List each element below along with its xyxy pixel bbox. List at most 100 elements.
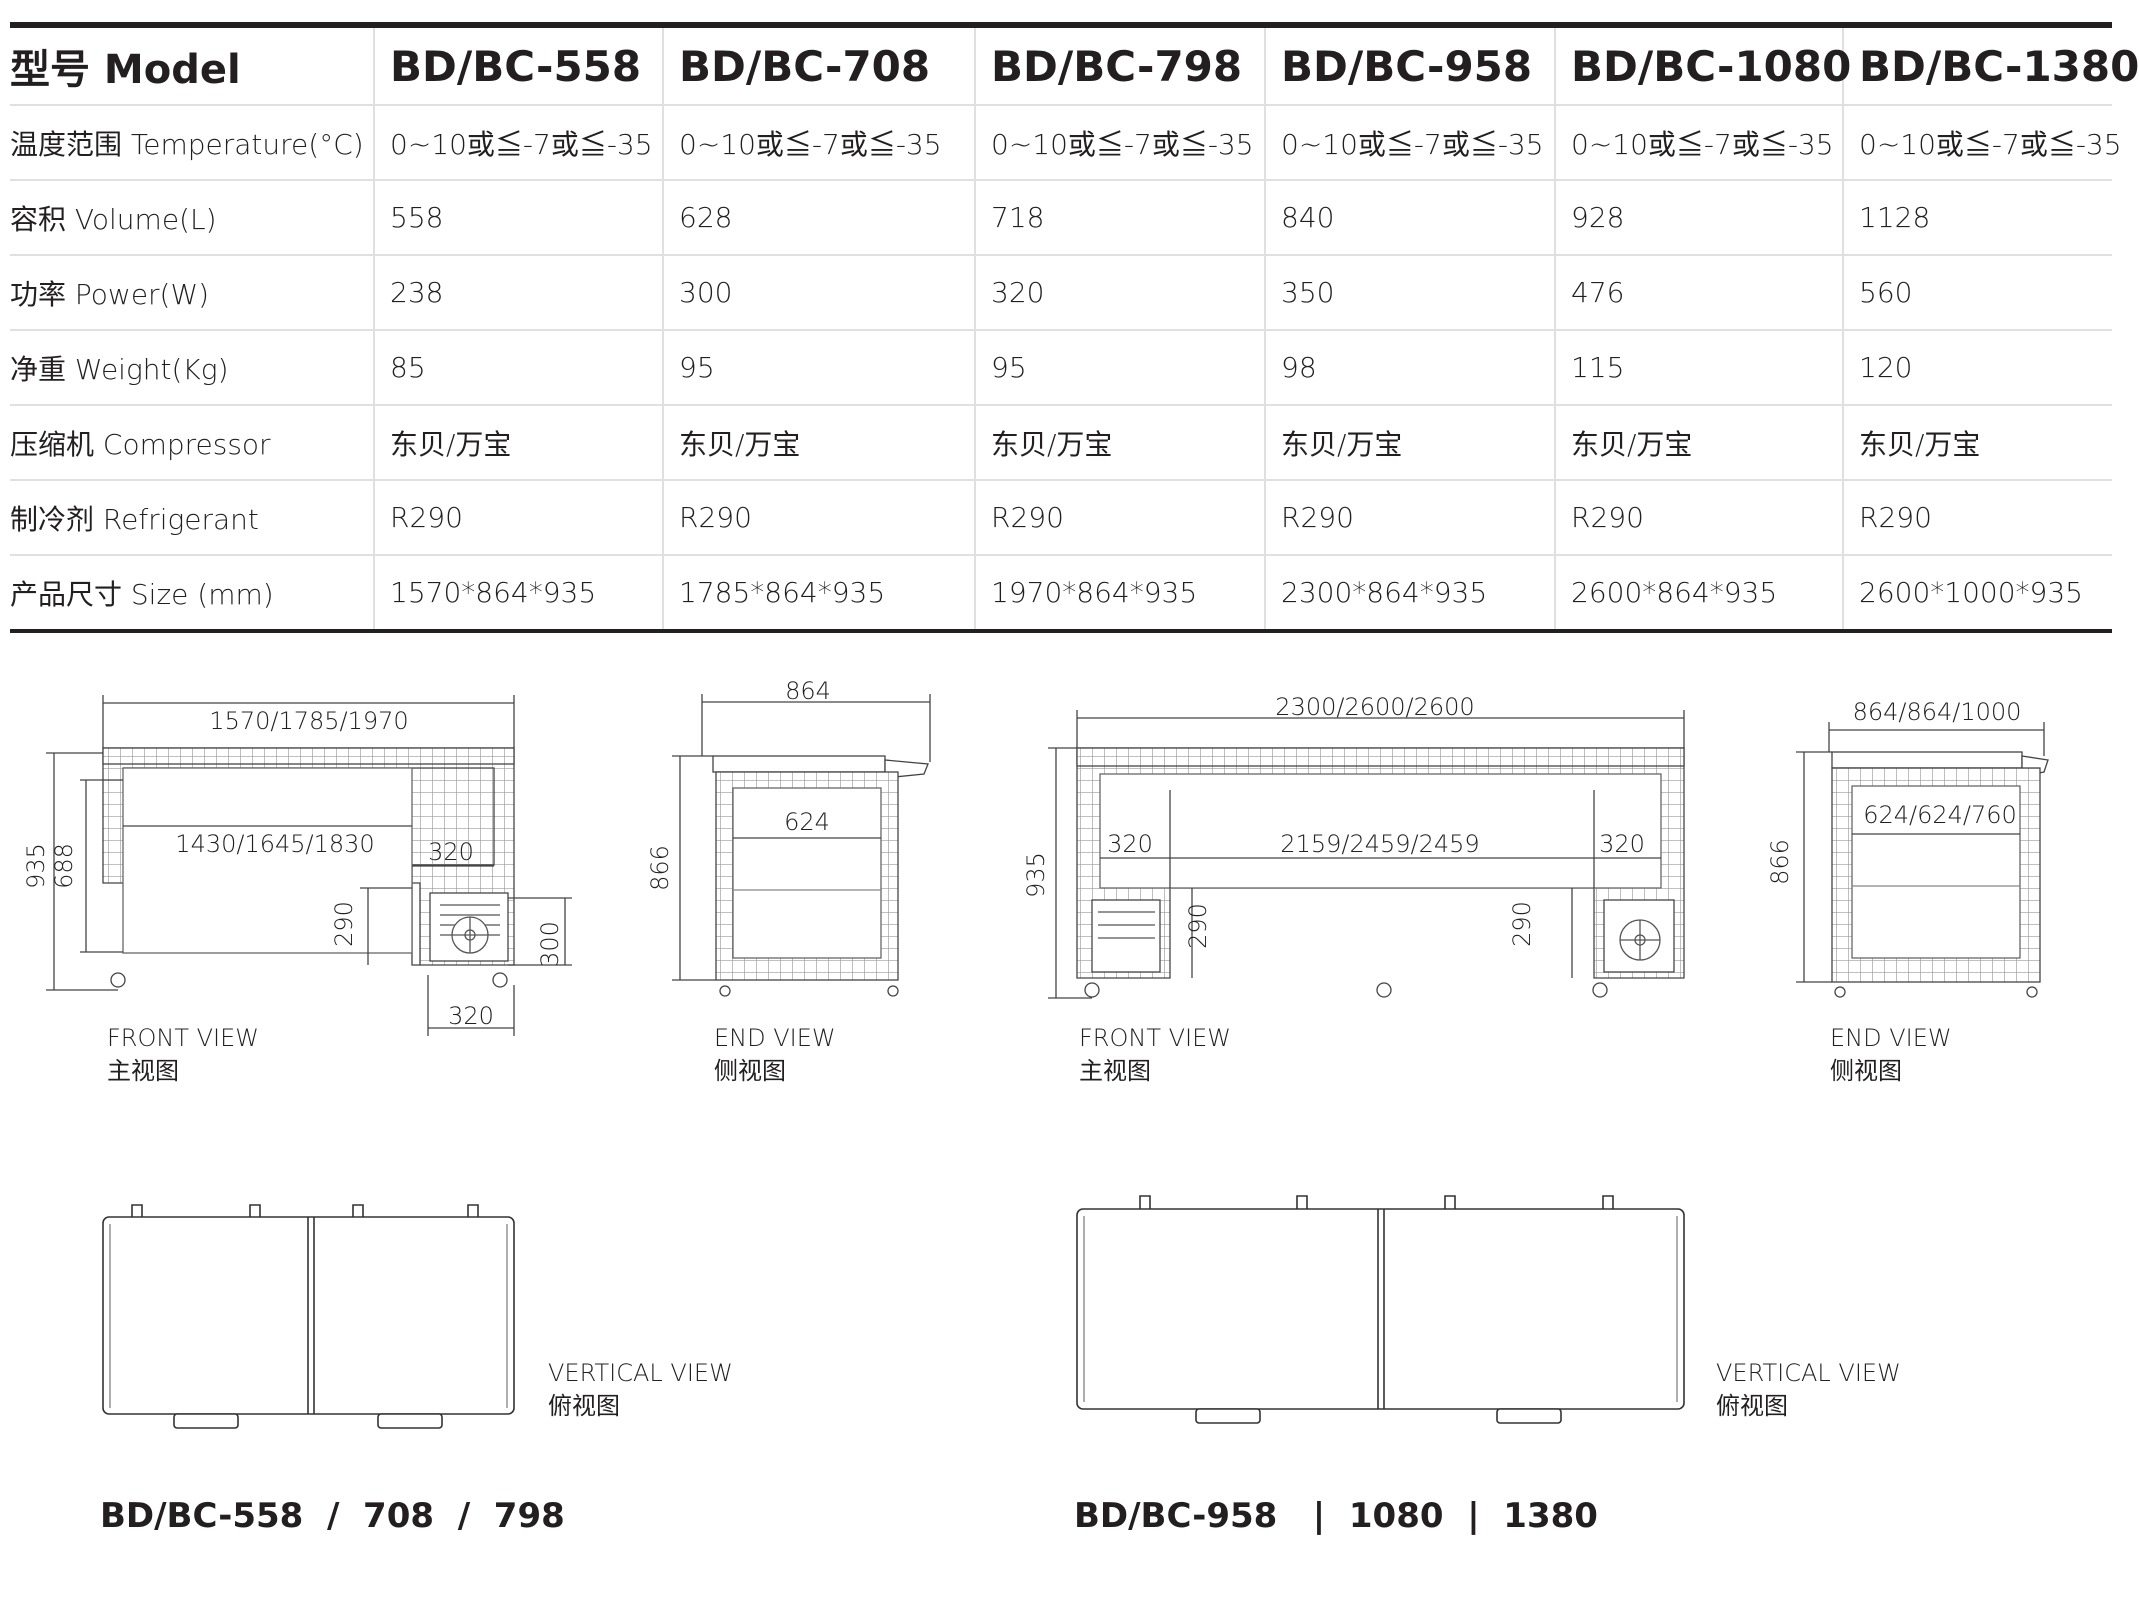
caption-en: VERTICAL VIEW <box>1716 1359 1901 1387</box>
row-label: 温度范围 Temperature(°C) <box>10 104 374 180</box>
front-b-step-height-right-label: 290 <box>1508 901 1536 947</box>
caption-cn: 侧视图 <box>714 1057 786 1085</box>
table-row-refrigerant: 制冷剂 Refrigerant R290 R290 R290 R290 R290… <box>10 479 2112 555</box>
table-cell: 85 <box>373 329 663 405</box>
table-cell: R290 <box>1264 479 1555 555</box>
table-cell: 95 <box>662 329 975 405</box>
caption-cn: 侧视图 <box>1830 1057 1902 1085</box>
caption-cn: 俯视图 <box>548 1392 620 1420</box>
table-cell: 320 <box>974 254 1265 330</box>
vertical-view-b-drawing <box>1076 1195 1685 1424</box>
series-a-label: BD/BC-558 / 708 / 798 <box>100 1496 565 1536</box>
caption-cn: 主视图 <box>107 1057 179 1085</box>
front-a-bottom-width-label: 320 <box>448 1002 494 1030</box>
table-cell: 0~10或≦-7或≦-35 <box>1264 104 1555 180</box>
table-cell: 300 <box>662 254 975 330</box>
row-label: 净重 Weight(Kg) <box>10 329 374 405</box>
table-cell: 东贝/万宝 <box>1264 404 1555 480</box>
front-b-height-label: 935 <box>1022 852 1050 898</box>
header-bd-bc-798: BD/BC-798 <box>974 28 1265 105</box>
front-a-step-height-label: 290 <box>330 901 358 947</box>
front-a-height-inner-label: 688 <box>50 843 78 889</box>
table-cell: 0~10或≦-7或≦-35 <box>974 104 1265 180</box>
header-bd-bc-558: BD/BC-558 <box>373 28 663 105</box>
end-view-b-drawing <box>1796 722 2049 998</box>
caption-cn: 俯视图 <box>1716 1392 1788 1420</box>
front-a-inner-width-label: 1430/1645/1830 <box>175 830 374 858</box>
caption-en: END VIEW <box>714 1024 836 1052</box>
table-cell: 1785*864*935 <box>662 554 975 633</box>
table-row-weight: 净重 Weight(Kg) 85 95 95 98 115 120 <box>10 329 2112 405</box>
series-b-label: BD/BC-958 | 1080 | 1380 <box>1074 1496 1598 1536</box>
caption-en: END VIEW <box>1830 1024 1952 1052</box>
table-cell: 238 <box>373 254 663 330</box>
table-header-row: 型号 Model BD/BC-558 BD/BC-708 BD/BC-798 B… <box>10 28 2139 105</box>
header-bd-bc-1380: BD/BC-1380 <box>1842 28 2139 105</box>
front-a-width-label: 1570/1785/1970 <box>209 707 408 735</box>
front-a-comp-height-label: 300 <box>536 921 564 967</box>
table-cell: 东贝/万宝 <box>662 404 975 480</box>
caption-en: VERTICAL VIEW <box>548 1359 733 1387</box>
table-row-volume: 容积 Volume(L) 558 628 718 840 928 1128 <box>10 179 2112 255</box>
table-row-compressor: 压缩机 Compressor 东贝/万宝 东贝/万宝 东贝/万宝 东贝/万宝 东… <box>10 404 2112 480</box>
end-a-width-label: 864 <box>785 677 831 705</box>
table-cell: R290 <box>373 479 663 555</box>
table-cell: R290 <box>1554 479 1843 555</box>
row-label: 制冷剂 Refrigerant <box>10 479 374 555</box>
table-cell: 东贝/万宝 <box>974 404 1265 480</box>
table-row-size: 产品尺寸 Size (mm) 1570*864*935 1785*864*935… <box>10 554 2112 633</box>
end-view-a-caption: END VIEW 侧视图 <box>714 1022 836 1088</box>
front-view-a-caption: FRONT VIEW 主视图 <box>107 1022 259 1088</box>
table-cell: 1970*864*935 <box>974 554 1265 633</box>
vertical-view-a-drawing <box>102 1204 515 1429</box>
table-cell: 350 <box>1264 254 1555 330</box>
header-bd-bc-1080: BD/BC-1080 <box>1554 28 1851 105</box>
caption-en: FRONT VIEW <box>1079 1024 1232 1052</box>
row-label: 功率 Power(W) <box>10 254 374 330</box>
table-cell: R290 <box>662 479 975 555</box>
table-cell: 2600*1000*935 <box>1842 554 2112 633</box>
row-label: 压缩机 Compressor <box>10 404 374 480</box>
table-cell: 718 <box>974 179 1265 255</box>
front-b-inner-width-label: 2159/2459/2459 <box>1280 830 1479 858</box>
end-a-inner-width-label: 624 <box>784 808 830 836</box>
table-row-power: 功率 Power(W) 238 300 320 350 476 560 <box>10 254 2112 330</box>
table-cell: 928 <box>1554 179 1843 255</box>
table-cell: 1128 <box>1842 179 2112 255</box>
end-a-height-label: 866 <box>646 845 674 891</box>
end-view-b-caption: END VIEW 侧视图 <box>1830 1022 1952 1088</box>
front-b-width-label: 2300/2600/2600 <box>1275 693 1474 721</box>
table-cell: 560 <box>1842 254 2112 330</box>
table-cell: 东贝/万宝 <box>1554 404 1843 480</box>
front-view-a-drawing <box>46 695 572 1036</box>
table-cell: 0~10或≦-7或≦-35 <box>1842 104 2122 180</box>
row-label: 产品尺寸 Size (mm) <box>10 554 374 633</box>
vertical-view-a-caption: VERTICAL VIEW 俯视图 <box>548 1357 733 1423</box>
table-cell: 95 <box>974 329 1265 405</box>
header-bd-bc-958: BD/BC-958 <box>1264 28 1555 105</box>
table-cell: 1570*864*935 <box>373 554 663 633</box>
end-b-width-label: 864/864/1000 <box>1853 698 2022 726</box>
table-cell: 东贝/万宝 <box>373 404 663 480</box>
front-view-b-drawing <box>1048 710 1685 999</box>
table-cell: 628 <box>662 179 975 255</box>
end-b-height-label: 866 <box>1766 839 1794 885</box>
table-cell: 120 <box>1842 329 2112 405</box>
table-cell: 558 <box>373 179 663 255</box>
vertical-view-b-caption: VERTICAL VIEW 俯视图 <box>1716 1357 1901 1423</box>
front-view-b-caption: FRONT VIEW 主视图 <box>1079 1022 1231 1088</box>
table-cell: 840 <box>1264 179 1555 255</box>
end-view-a-drawing <box>672 694 931 997</box>
spec-table: 型号 Model BD/BC-558 BD/BC-708 BD/BC-798 B… <box>10 28 2139 633</box>
caption-en: FRONT VIEW <box>107 1024 260 1052</box>
header-bd-bc-708: BD/BC-708 <box>662 28 975 105</box>
table-cell: 476 <box>1554 254 1843 330</box>
front-b-step-right-label: 320 <box>1599 830 1645 858</box>
table-top-rule <box>10 22 2112 28</box>
table-cell: 0~10或≦-7或≦-35 <box>1554 104 1843 180</box>
front-b-step-left-label: 320 <box>1107 830 1153 858</box>
end-b-inner-width-label: 624/624/760 <box>1863 801 2017 829</box>
table-cell: 0~10或≦-7或≦-35 <box>373 104 663 180</box>
caption-cn: 主视图 <box>1079 1057 1151 1085</box>
